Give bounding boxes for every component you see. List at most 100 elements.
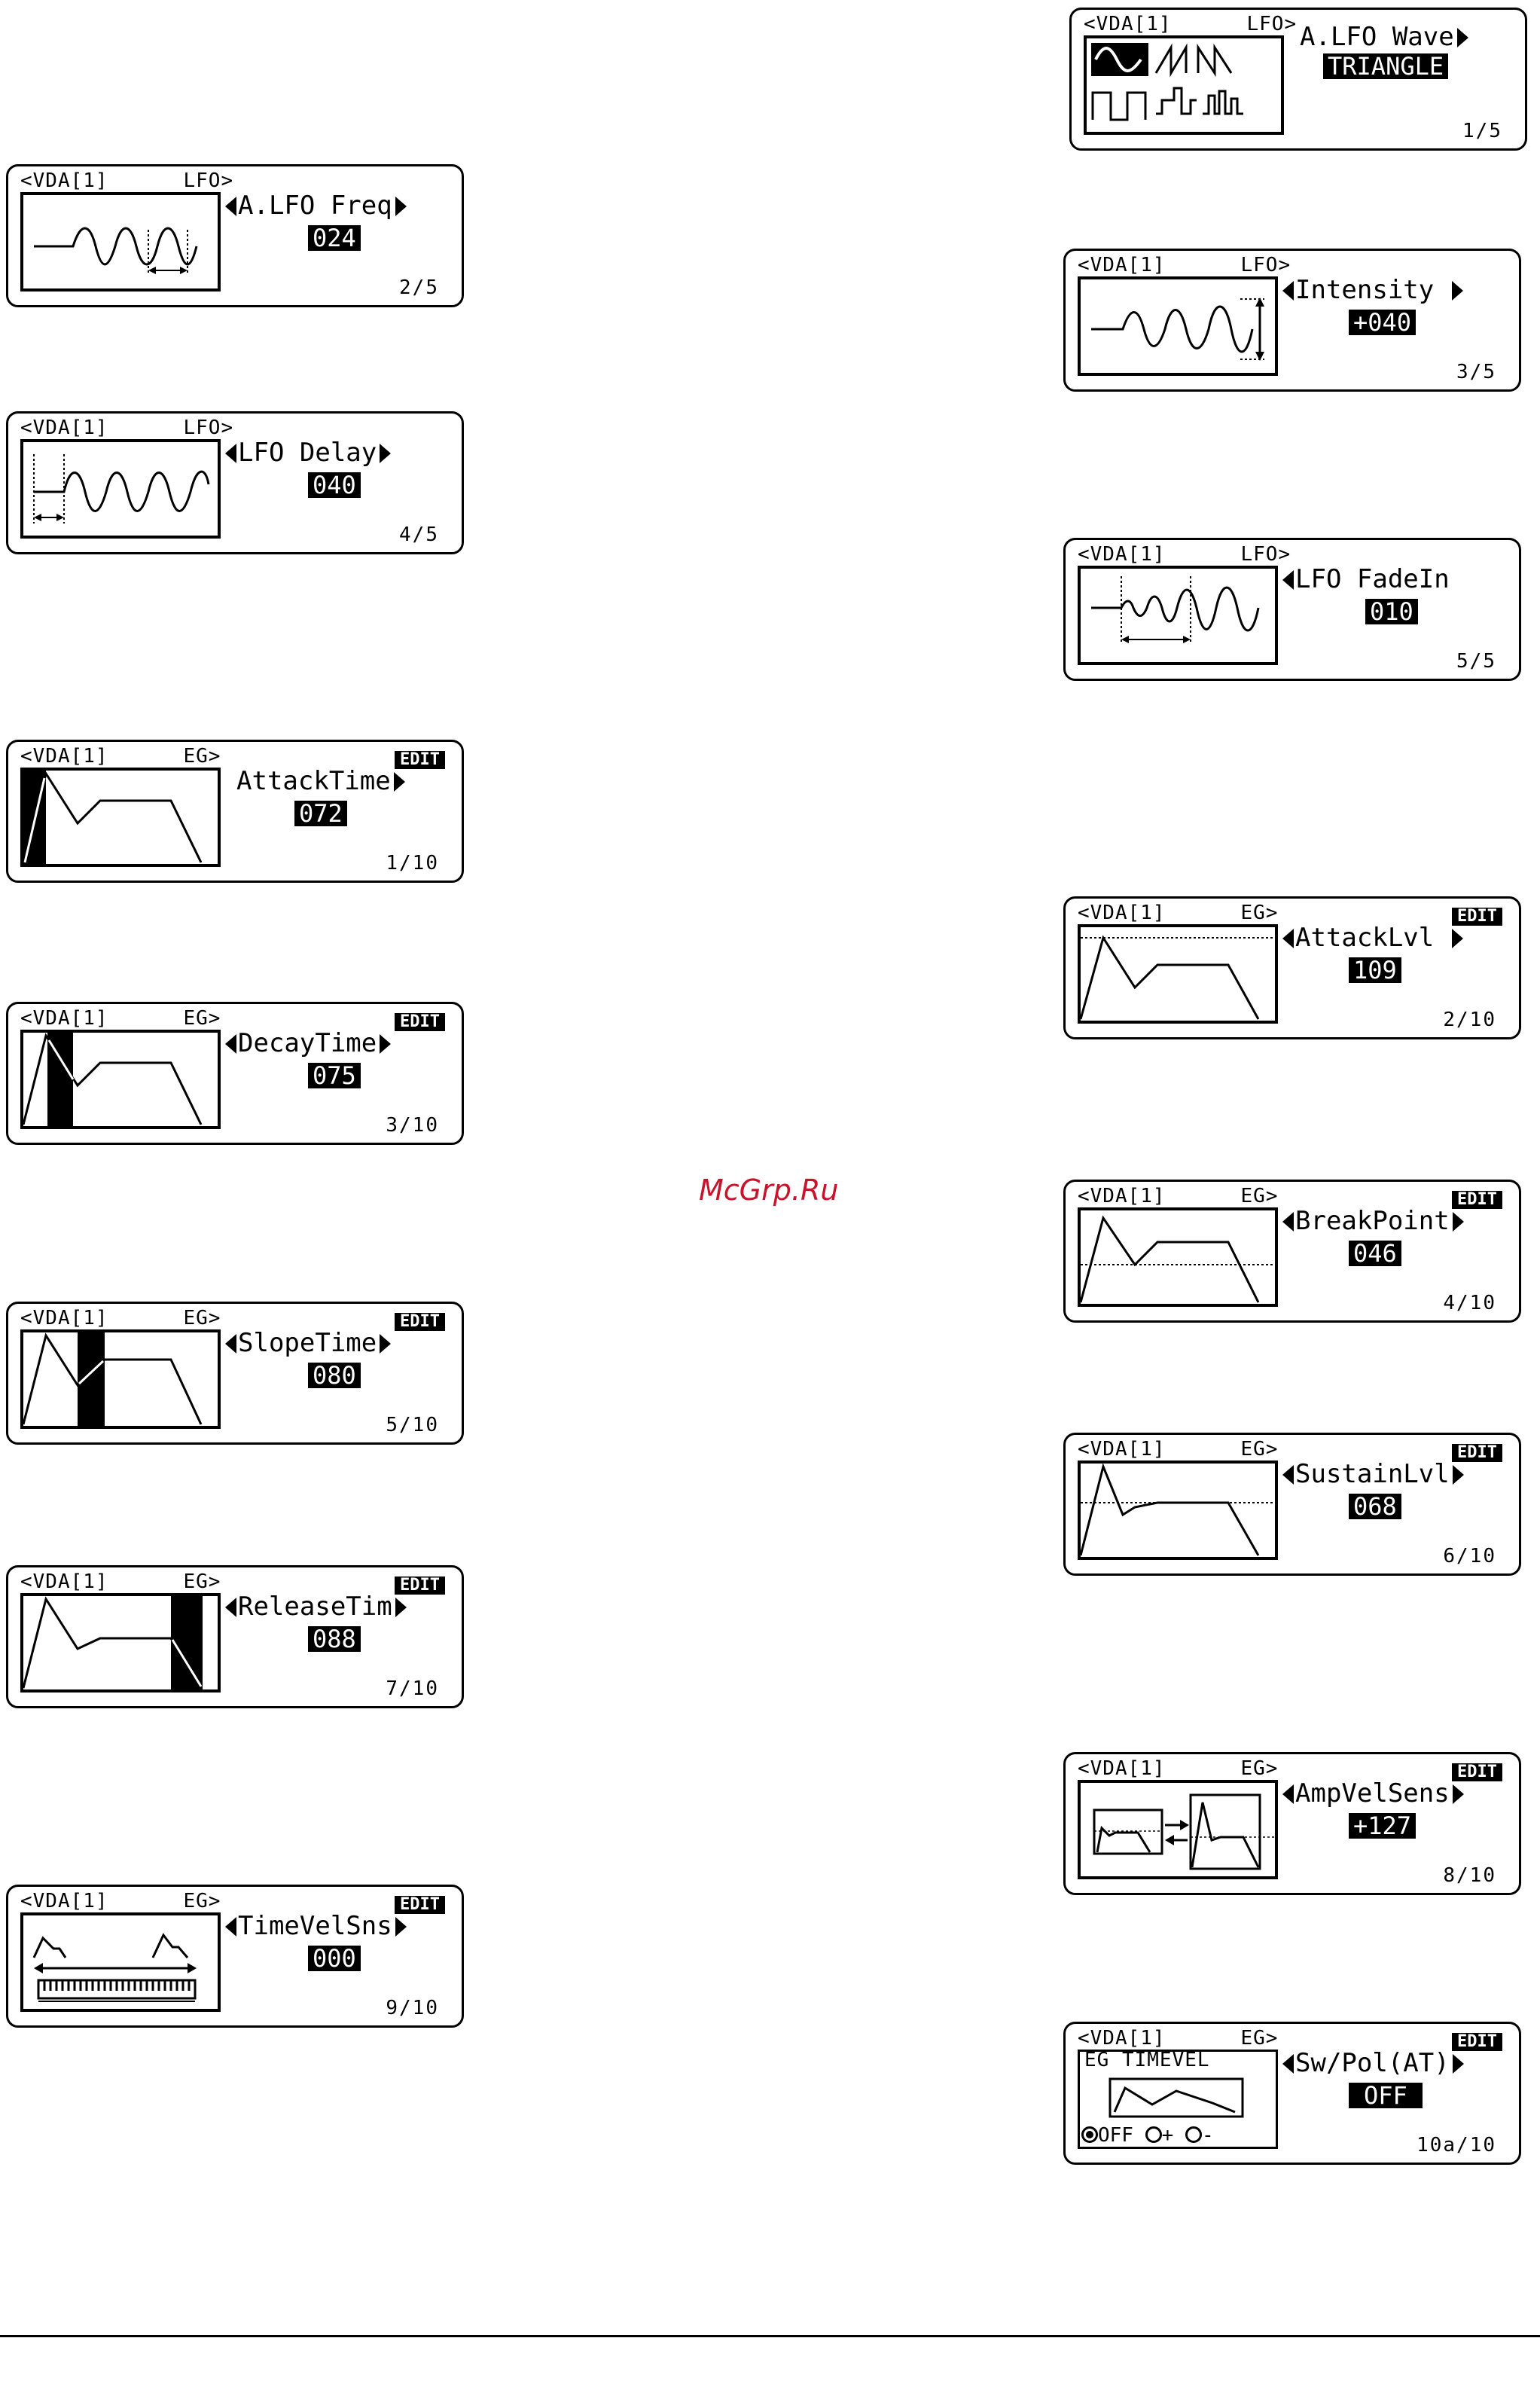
box-title: EG TIMEVEL [1084, 2049, 1210, 2071]
parameter-row: A.LFO Wave [1288, 23, 1514, 50]
polarity-options: OFF + - [1081, 2124, 1214, 2147]
screen-header: <VDA[1] LFO> [1078, 254, 1291, 276]
prev-arrow-icon [225, 1334, 236, 1354]
parameter-name: AttackLvl [1295, 923, 1435, 953]
parameter-value: 010 [1365, 599, 1418, 624]
next-arrow-icon [395, 1598, 407, 1617]
prev-arrow-icon [225, 197, 236, 216]
parameter-name: ReleaseTim [238, 1592, 392, 1622]
parameter-row: AmpVelSens [1282, 1780, 1508, 1807]
parameter-name: Intensity [1295, 275, 1435, 305]
next-arrow-icon [395, 197, 407, 216]
lcd-screen-lfo-wave: <VDA[1] LFO> A.LFO Wave TRIANGLE 1/5 [1069, 8, 1527, 151]
prev-arrow-icon [1282, 570, 1294, 590]
lcd-screen-lfo-freq: <VDA[1] LFO> A.LFO Freq 024 2/5 [6, 164, 464, 307]
next-arrow-icon [1456, 28, 1468, 47]
screen-header: <VDA[1] EG> [1078, 1185, 1279, 1207]
next-arrow-icon [380, 444, 392, 463]
next-arrow-icon [1452, 2054, 1464, 2074]
prev-arrow-icon [225, 1598, 236, 1617]
eg-attack-level-graphic [1078, 924, 1278, 1024]
parameter-name: AttackTime [236, 766, 391, 796]
lcd-screen-intensity: <VDA[1] LFO> Intensity +040 3/5 [1063, 249, 1521, 392]
eg-sustain-level-graphic [1078, 1461, 1278, 1560]
lcd-screen-time-vel-sns: <VDA[1] EG> EDIT TimeVelSns 000 9/10 [6, 1885, 464, 2028]
parameter-row: SlopeTime [225, 1329, 451, 1357]
page-indicator: 3/10 [386, 1114, 439, 1137]
parameter-value: TRIANGLE [1323, 53, 1449, 79]
radio-empty-icon [1145, 2126, 1162, 2143]
parameter-row: AttackLvl [1282, 924, 1508, 951]
screen-header: <VDA[1] EG> [1078, 1438, 1279, 1461]
lcd-screen-attack-lvl: <VDA[1] EG> EDIT AttackLvl 109 2/10 [1063, 896, 1521, 1039]
edit-badge: EDIT [1452, 908, 1502, 926]
screen-header: <VDA[1] LFO> [20, 417, 234, 439]
edit-badge: EDIT [1452, 1191, 1502, 1209]
page-indicator: 1/5 [1462, 120, 1502, 142]
parameter-name: DecayTime [238, 1028, 377, 1058]
lfo-intensity-graphic [1078, 276, 1278, 376]
lfo-fadein-graphic [1078, 566, 1278, 665]
page-indicator: 4/5 [399, 523, 439, 546]
lcd-screen-attack-time: <VDA[1] EG> EDIT AttackTime 072 1/10 [6, 740, 464, 883]
next-arrow-icon [380, 1034, 392, 1054]
parameter-row: ReleaseTim [225, 1593, 451, 1620]
page-indicator: 6/10 [1443, 1545, 1496, 1567]
next-arrow-icon [393, 772, 405, 792]
parameter-value: OFF [1349, 2083, 1423, 2108]
screen-header: <VDA[1] EG> [1078, 1757, 1279, 1780]
parameter-row: TimeVelSns [225, 1912, 451, 1940]
footer-rule [0, 2335, 1540, 2337]
parameter-name: LFO Delay [238, 438, 377, 468]
screen-header: <VDA[1] LFO> [1084, 13, 1298, 35]
prev-arrow-icon [1282, 929, 1294, 948]
lcd-screen-decay-time: <VDA[1] EG> EDIT DecayTime 075 3/10 [6, 1002, 464, 1145]
next-arrow-icon [1452, 1465, 1464, 1485]
screen-header: <VDA[1] EG> [1078, 2027, 1279, 2050]
parameter-name: SustainLvl [1295, 1459, 1450, 1489]
keyboard-velocity-graphic [20, 1912, 221, 2012]
prev-arrow-icon [1282, 2054, 1294, 2074]
screen-header: <VDA[1] EG> [20, 1890, 221, 1912]
parameter-name: AmpVelSens [1295, 1778, 1450, 1808]
page-indicator: 3/5 [1456, 361, 1496, 383]
lcd-screen-amp-vel-sens: <VDA[1] EG> EDIT AmpVelSens +127 8/10 [1063, 1752, 1521, 1895]
prev-arrow-icon [1282, 281, 1294, 301]
parameter-row: AttackTime [225, 768, 451, 795]
parameter-name: A.LFO Freq [238, 191, 392, 221]
lfo-freq-graphic [20, 192, 221, 291]
screen-header: <VDA[1] EG> [20, 1570, 221, 1593]
next-arrow-icon [1452, 929, 1464, 948]
lfo-delay-graphic [20, 439, 221, 539]
radio-filled-icon [1081, 2126, 1098, 2143]
edit-badge: EDIT [395, 1896, 445, 1914]
eg-release-time-graphic [20, 1593, 221, 1692]
watermark: McGrp.Ru [699, 1174, 839, 1207]
parameter-row: A.LFO Freq [225, 192, 451, 219]
prev-arrow-icon [225, 1034, 236, 1054]
page-indicator: 4/10 [1443, 1292, 1496, 1314]
eg-timevel-switch-graphic: EG TIMEVEL OFF + - [1078, 2049, 1278, 2149]
next-arrow-icon [395, 1917, 407, 1937]
parameter-row: Sw/Pol(AT) [1282, 2050, 1508, 2077]
next-arrow-icon [380, 1334, 392, 1354]
parameter-value: +127 [1349, 1813, 1416, 1839]
edit-badge: EDIT [1452, 1763, 1502, 1781]
lfo-waveform-selector-graphic [1084, 35, 1284, 135]
parameter-value: 109 [1349, 957, 1401, 983]
parameter-row: SustainLvl [1282, 1461, 1508, 1488]
parameter-name: SlopeTime [238, 1328, 377, 1358]
option-label: + [1161, 2124, 1174, 2147]
parameter-value: 040 [308, 472, 361, 498]
prev-arrow-icon [1282, 1212, 1294, 1232]
edit-badge: EDIT [395, 751, 445, 769]
lcd-screen-sustain-lvl: <VDA[1] EG> EDIT SustainLvl 068 6/10 [1063, 1433, 1521, 1576]
eg-break-point-graphic [1078, 1207, 1278, 1307]
radio-empty-icon [1185, 2126, 1202, 2143]
parameter-name: TimeVelSns [238, 1911, 392, 1941]
eg-attack-time-graphic [20, 768, 221, 867]
parameter-value: 068 [1349, 1494, 1401, 1519]
screen-header: <VDA[1] EG> [20, 1007, 221, 1030]
lcd-screen-lfo-delay: <VDA[1] LFO> LFO Delay 040 4/5 [6, 411, 464, 554]
lcd-screen-release-time: <VDA[1] EG> EDIT ReleaseTim 088 7/10 [6, 1565, 464, 1708]
